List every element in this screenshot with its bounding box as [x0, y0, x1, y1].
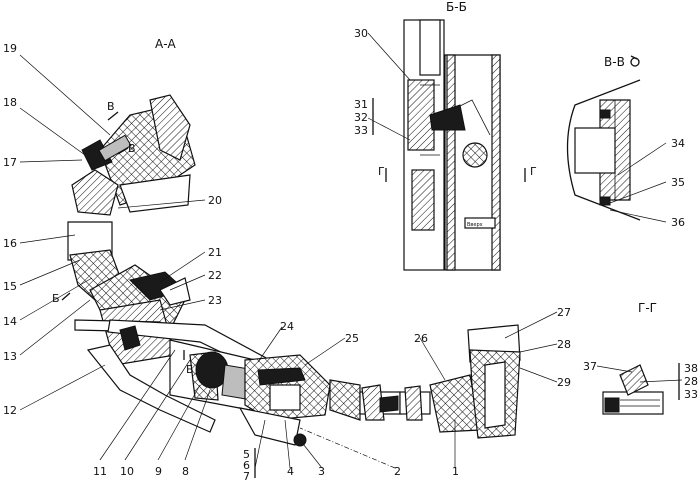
leader-lines: [19, 32, 683, 478]
rotation-symbol-icon: [630, 55, 640, 67]
callout-18: 18: [3, 96, 17, 109]
callout-4: 4: [287, 465, 294, 478]
vv-top-stud: [599, 109, 611, 119]
bb-spring-coil: [462, 142, 488, 168]
section-bb-view: Вверх: [403, 19, 501, 271]
gg-clip: [619, 364, 649, 396]
callout-13: 13: [3, 350, 17, 363]
pipe-segment-1: [329, 379, 361, 421]
callout-32: 32: [354, 111, 368, 124]
callout-10: 10: [120, 465, 134, 478]
callout-17: 17: [3, 156, 17, 169]
callout-8: 8: [182, 465, 189, 478]
bb-hatched-lower: [411, 169, 435, 231]
callout-2: 2: [394, 465, 401, 478]
callout-34: 34: [671, 137, 685, 150]
callout-12: 12: [3, 404, 17, 417]
upper-flange: [71, 169, 119, 216]
pipe-ring-1: [361, 384, 385, 421]
callout-5: 5: [243, 448, 250, 461]
callouts: 19 18 17 20 16 15 14 13 12 21 22 23 24 2…: [3, 27, 698, 483]
section-vv-view: [566, 79, 641, 221]
lower-lever: [86, 344, 216, 433]
callout-37: 37: [583, 360, 597, 373]
callout-29: 29: [557, 376, 571, 389]
callout-20: 20: [208, 194, 222, 207]
vv-bottom-stud: [599, 196, 611, 206]
pipe-ring-2: [404, 385, 423, 421]
callout-16: 16: [3, 237, 17, 250]
marker-b-left: Б: [52, 292, 60, 305]
marker-g-right: Г: [530, 165, 537, 178]
upper-cover: [149, 94, 191, 161]
callout-14: 14: [3, 315, 17, 328]
lever-head: [81, 139, 113, 171]
callout-27: 27: [557, 306, 571, 319]
callout-9: 9: [155, 465, 162, 478]
coupling-window: [269, 384, 301, 411]
section-title-vv: В-В: [604, 55, 625, 69]
main-assembly: [67, 94, 521, 447]
callout-23: 23: [208, 294, 222, 307]
callout-19: 19: [3, 42, 17, 55]
callout-24: 24: [280, 320, 294, 333]
bb-left-wall: [446, 54, 456, 271]
callout-6: 6: [243, 459, 250, 472]
bb-label-text: Вверх: [467, 222, 483, 228]
bb-top-slot: [419, 19, 441, 76]
marker-v-upper: В: [107, 100, 115, 113]
callout-7: 7: [243, 470, 250, 483]
callout-36: 36: [671, 216, 685, 229]
callout-33: 33: [354, 124, 368, 137]
callout-33-gg: 33: [684, 388, 698, 401]
arrow-v-upper-icon: [107, 111, 119, 121]
pipe-insert: [379, 395, 399, 413]
callout-35: 35: [671, 176, 685, 189]
coupling-foot: [238, 407, 301, 446]
section-title-bb: Б-Б: [446, 0, 467, 14]
marker-b-right: Б: [186, 363, 194, 376]
callout-38: 38: [684, 362, 698, 375]
callout-28-gg: 28: [684, 375, 698, 388]
callout-15: 15: [3, 280, 17, 293]
section-title-gg: Г-Г: [638, 301, 657, 315]
callout-22: 22: [208, 269, 222, 282]
vv-inner-block: [574, 127, 616, 174]
spring-element: [98, 134, 132, 162]
right-elbow-bore: [484, 361, 506, 429]
callout-11: 11: [93, 465, 107, 478]
callout-26: 26: [414, 332, 428, 345]
callout-1: 1: [452, 465, 459, 478]
gg-block: [604, 397, 620, 413]
callout-30: 30: [354, 27, 368, 40]
section-gg-view: [602, 364, 664, 415]
callout-21: 21: [208, 246, 222, 259]
coupling-band: [257, 367, 306, 386]
callout-28: 28: [557, 338, 571, 351]
bb-label-plate: [464, 217, 496, 229]
bb-latch: [429, 104, 466, 131]
callout-3: 3: [318, 465, 325, 478]
section-markers: В В Б Б Г Г: [52, 100, 537, 376]
vv-body-outline: [566, 79, 641, 221]
marker-g-left: Г: [378, 165, 385, 178]
section-title-aa: А-А: [155, 37, 177, 51]
shaft-collar: [119, 325, 141, 351]
bb-right-wall: [491, 54, 501, 271]
arrow-b-left-icon: [61, 292, 71, 301]
callout-31: 31: [354, 98, 368, 111]
callout-25: 25: [345, 332, 359, 345]
marker-v-lower: В: [128, 142, 136, 155]
